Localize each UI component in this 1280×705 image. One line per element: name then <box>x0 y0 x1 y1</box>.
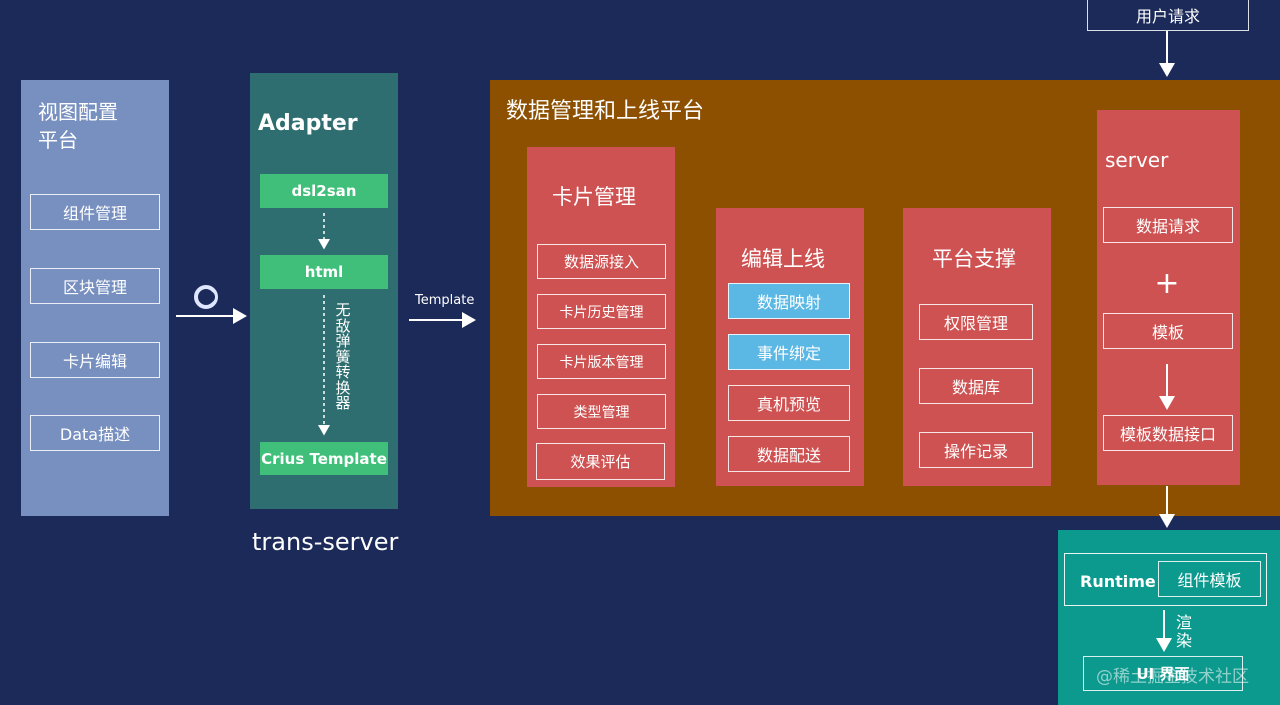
sync-icon <box>194 285 218 309</box>
render-label: 渲 染 <box>1176 613 1193 650</box>
component-template-box: 组件模板 <box>1158 561 1261 597</box>
adapter-title: Adapter <box>258 111 358 136</box>
server-panel <box>1097 110 1240 485</box>
converter-label: 无 敌 弹 簧 转 换 器 <box>335 301 351 412</box>
datasource-access-box: 数据源接入 <box>537 244 666 279</box>
template-data-api-box: 模板数据接口 <box>1103 415 1233 451</box>
view-config-title: 视图配置 平台 <box>38 100 118 152</box>
plus-sign: + <box>1154 265 1180 301</box>
effect-eval-box: 效果评估 <box>536 443 665 480</box>
watermark: @稀土掘金技术社区 <box>1096 667 1249 687</box>
data-delivery-box: 数据配送 <box>728 436 850 472</box>
data-request-box: 数据请求 <box>1103 207 1233 243</box>
data-mapping-box: 数据映射 <box>728 283 850 319</box>
permission-mgmt-box: 权限管理 <box>919 304 1033 340</box>
template-edge-label: Template <box>415 293 475 308</box>
card-history-box: 卡片历史管理 <box>537 294 666 329</box>
edit-online-title: 编辑上线 <box>741 247 825 271</box>
ui-box: UI 界面 <box>1083 656 1243 691</box>
server-title: server <box>1105 148 1169 172</box>
trans-server-caption: trans-server <box>252 528 399 556</box>
data-description-box: Data描述 <box>30 415 160 451</box>
view-config-panel: 视图配置 平台 <box>21 80 169 516</box>
crius-template-box: Crius Template <box>260 442 388 475</box>
event-binding-box: 事件绑定 <box>728 334 850 370</box>
platform-support-panel <box>903 208 1051 486</box>
device-preview-box: 真机预览 <box>728 385 850 421</box>
dsl2san-box: dsl2san <box>260 174 388 208</box>
runtime-panel <box>1058 530 1280 705</box>
type-mgmt-box: 类型管理 <box>537 394 666 429</box>
adapter-panel <box>250 73 398 509</box>
template-box: 模板 <box>1103 313 1233 349</box>
card-mgmt-title: 卡片管理 <box>552 185 636 209</box>
runtime-frame <box>1064 553 1267 606</box>
runtime-title: Runtime <box>1080 572 1156 591</box>
platform-support-title: 平台支撑 <box>932 247 1016 271</box>
user-request-box: 用户请求 <box>1087 0 1249 31</box>
database-box: 数据库 <box>919 368 1033 404</box>
component-mgmt-box: 组件管理 <box>30 194 160 230</box>
html-box: html <box>260 255 388 289</box>
card-edit-box: 卡片编辑 <box>30 342 160 378</box>
platform-title: 数据管理和上线平台 <box>506 99 705 124</box>
card-mgmt-panel <box>527 147 675 487</box>
operation-log-box: 操作记录 <box>919 432 1033 468</box>
card-version-box: 卡片版本管理 <box>537 344 666 379</box>
block-mgmt-box: 区块管理 <box>30 268 160 304</box>
